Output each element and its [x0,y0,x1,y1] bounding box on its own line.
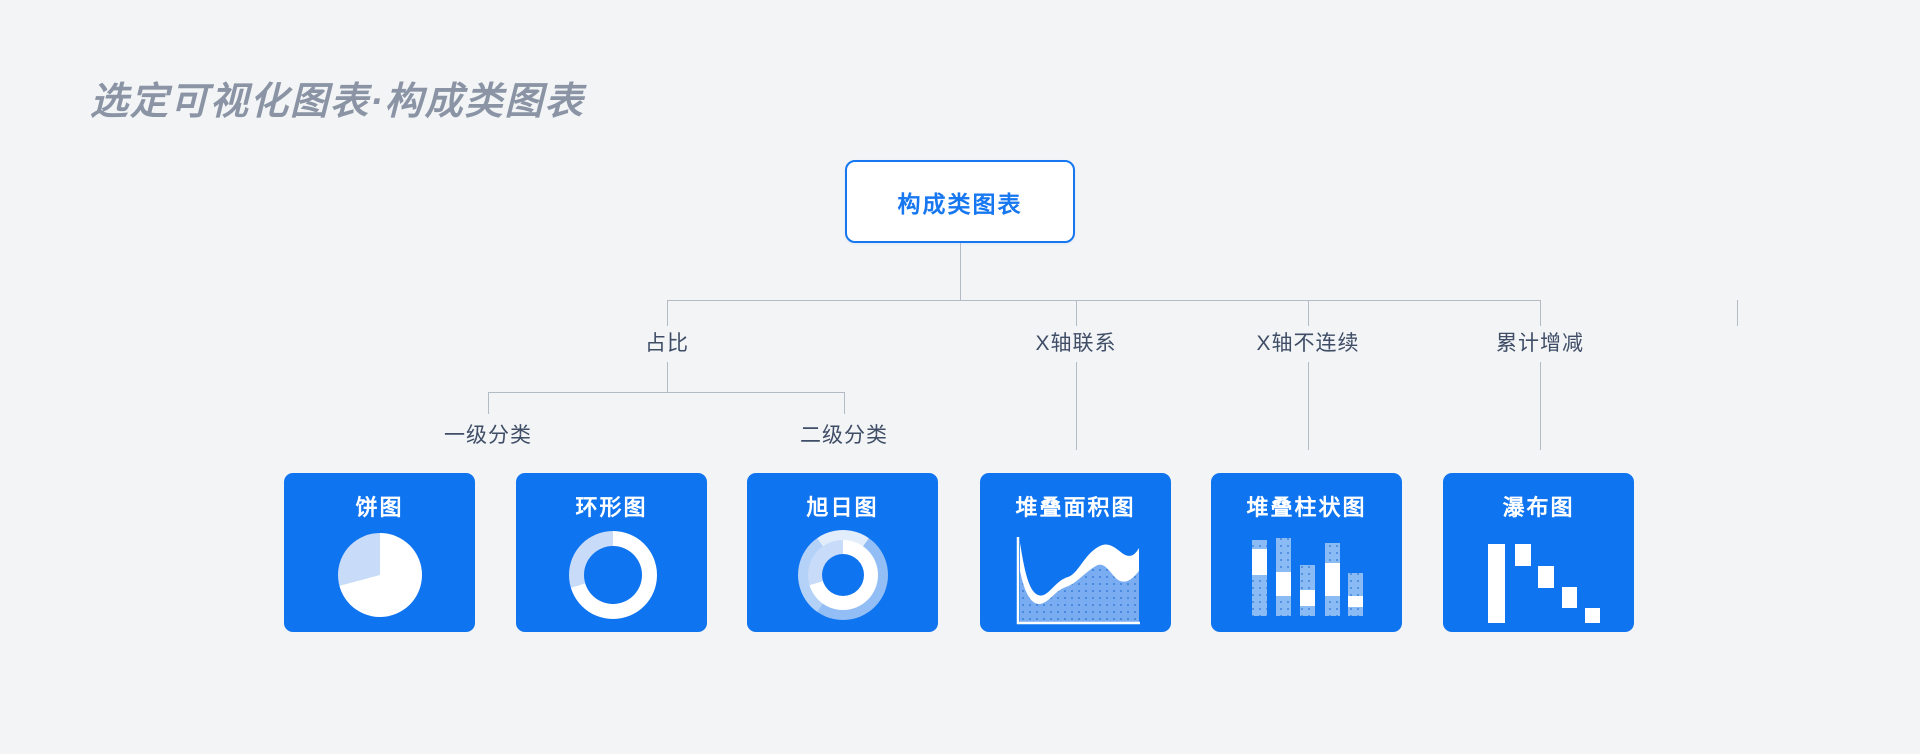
root-node-label: 构成类图表 [897,190,1023,217]
card-waterfall-chart-label: 瀑布图 [1502,495,1575,520]
card-stacked-column-chart[interactable]: 堆叠柱状图 [1211,473,1402,632]
connector-sub-horizontal [488,392,845,393]
card-waterfall-chart[interactable]: 瀑布图 [1443,473,1634,632]
connector-branch4-stub-top [1540,300,1541,326]
card-pie-chart-label: 饼图 [355,495,404,520]
stacked-column-chart-icon [1251,537,1364,617]
card-sunburst-chart-label: 旭日图 [806,495,879,520]
waterfall-chart-icon [1488,544,1600,623]
connector-branch1-stub-top [667,300,668,326]
connector-branch1-stub-bottom [667,362,668,393]
branch-label-proportion: 占比 [645,332,689,355]
card-stacked-area-chart[interactable]: 堆叠面积图 [980,473,1171,632]
connector-branch2-stub-top [1076,300,1077,326]
pie-chart-icon [338,533,422,617]
branch-label-xaxis-discontinuous: X轴不连续 [1256,332,1360,355]
branch-label-level1-category: 一级分类 [444,424,532,447]
branch-label-level2-category: 二级分类 [800,424,888,447]
connector-branch3-stub-top [1308,300,1309,326]
connector-root-drop [960,243,961,300]
connector-stray-tick [1737,300,1738,326]
connector-branch2-drop [1076,362,1077,450]
root-node-composition-charts: 构成类图表 [845,160,1075,243]
card-pie-chart[interactable]: 饼图 [284,473,475,632]
card-stacked-area-chart-label: 堆叠面积图 [1015,495,1136,520]
connector-main-horizontal [667,300,1541,301]
branch-label-cumulative-change: 累计增减 [1496,332,1584,355]
connector-branch4-drop [1540,362,1541,450]
sunburst-chart-icon [798,530,888,620]
card-stacked-column-chart-label: 堆叠柱状图 [1246,495,1367,520]
connector-sub2-drop [844,392,845,414]
stacked-area-chart-icon [1014,533,1142,627]
page-title: 选定可视化图表·构成类图表 [90,81,585,123]
connector-sub1-drop [488,392,489,414]
branch-label-xaxis-related: X轴联系 [1035,332,1117,355]
card-donut-chart[interactable]: 环形图 [516,473,707,632]
card-donut-chart-label: 环形图 [575,495,648,520]
donut-hole [584,546,642,604]
connector-branch3-drop [1308,362,1309,450]
donut-chart-icon [569,531,657,619]
card-sunburst-chart[interactable]: 旭日图 [747,473,938,632]
sunburst-hole [822,554,864,596]
